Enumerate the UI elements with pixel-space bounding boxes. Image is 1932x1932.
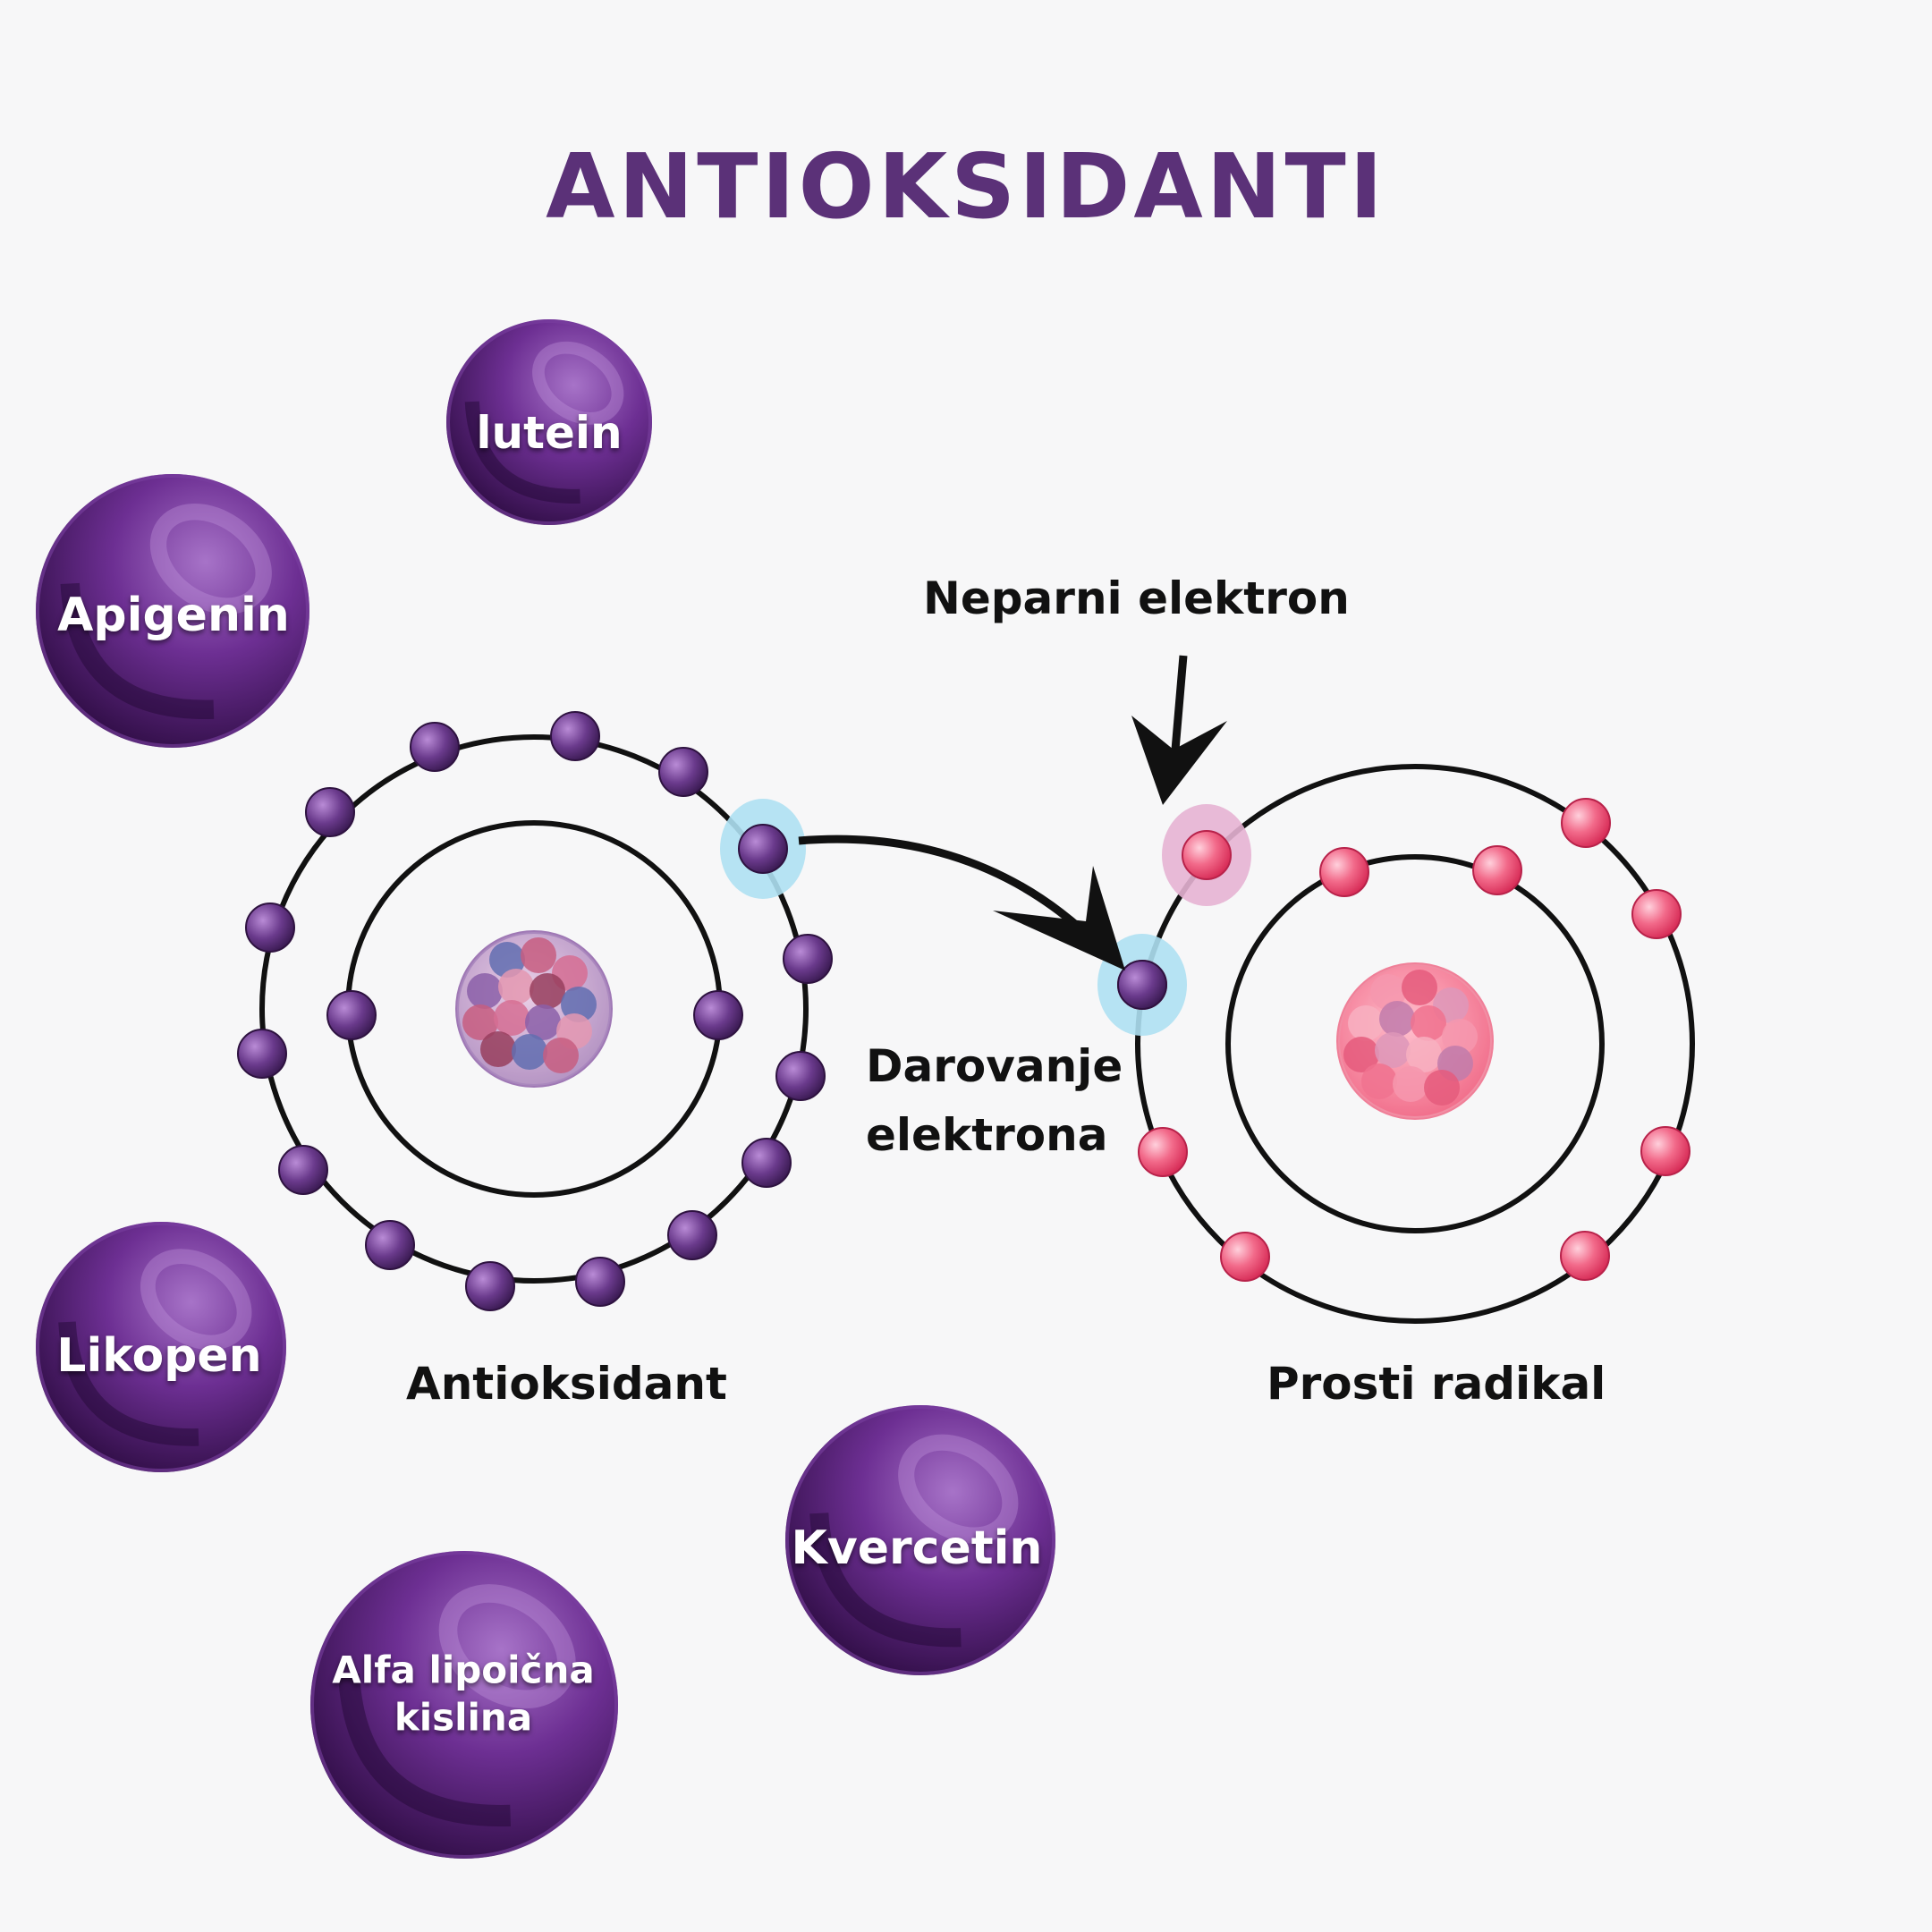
antioxidant-label: Antioksidant xyxy=(406,1358,727,1410)
unpaired-electron-label: Neparni elektron xyxy=(923,572,1350,624)
antioxidant-electron xyxy=(237,1029,287,1079)
radical-label: Prosti radikal xyxy=(1267,1358,1606,1410)
antioxidant-electron xyxy=(741,1138,792,1188)
antioxidant-electron xyxy=(738,824,788,874)
antioxidant-electron xyxy=(575,1257,625,1307)
radical-electron xyxy=(1631,889,1682,939)
antioxidant-electron xyxy=(550,711,600,761)
radical-electron xyxy=(1319,847,1369,897)
antioxidant-atom xyxy=(237,711,833,1311)
radical-electron xyxy=(1138,1127,1188,1177)
antioxidant-electron xyxy=(278,1145,328,1195)
unpaired-pointer-arrowhead xyxy=(1131,716,1227,805)
donation-arrowhead xyxy=(993,866,1125,970)
radical-electron xyxy=(1561,798,1611,848)
antioxidant-electron xyxy=(693,990,743,1040)
antioxidant-electron xyxy=(783,934,833,984)
page-title: ANTIOKSIDANTI xyxy=(546,134,1386,239)
radical-electron xyxy=(1640,1126,1690,1176)
molecule-apigenin xyxy=(36,474,309,748)
antioxidant-electron xyxy=(667,1210,717,1260)
molecule-label-alfa-line1: Alfa lipoična xyxy=(332,1648,595,1692)
molecule-label-alfa-line2: kislina xyxy=(394,1695,533,1740)
radical-electron xyxy=(1182,830,1232,880)
radical-electron xyxy=(1560,1231,1610,1281)
radical-electron xyxy=(1220,1232,1270,1282)
antioxidant-electron xyxy=(245,902,295,953)
molecule-label-likopen: Likopen xyxy=(56,1329,262,1383)
molecule-lutein xyxy=(446,319,652,525)
donation-curve xyxy=(798,835,1085,934)
molecule-label-lutein: lutein xyxy=(476,407,623,459)
molecule-label-apigenin: Apigenin xyxy=(57,589,290,642)
antioxidant-electron xyxy=(658,747,708,797)
antioxidant-electron xyxy=(465,1261,515,1311)
radical-atom xyxy=(1097,764,1695,1324)
donation-label-line1: Darovanje xyxy=(866,1040,1123,1092)
antioxidant-electron xyxy=(365,1220,415,1270)
radical-outer-orbit xyxy=(1135,764,1695,1324)
molecule-label-kvercetin: Kvercetin xyxy=(791,1521,1043,1575)
radical-inner-orbit xyxy=(1225,854,1605,1233)
received-electron xyxy=(1117,960,1167,1010)
radical-electron xyxy=(1472,845,1522,895)
antioxidant-electron xyxy=(326,990,377,1040)
antioxidant-electron xyxy=(410,722,460,772)
donation-label-line2: elektrona xyxy=(866,1109,1108,1161)
antioxidant-electron xyxy=(775,1051,826,1101)
antioxidant-outer-orbit xyxy=(259,734,809,1284)
molecule-likopen xyxy=(36,1222,286,1472)
antioxidant-electron xyxy=(305,787,355,837)
molecule-alfa xyxy=(310,1551,618,1859)
unpaired-pointer-line xyxy=(1170,655,1188,761)
molecule-kvercetin xyxy=(785,1405,1055,1675)
